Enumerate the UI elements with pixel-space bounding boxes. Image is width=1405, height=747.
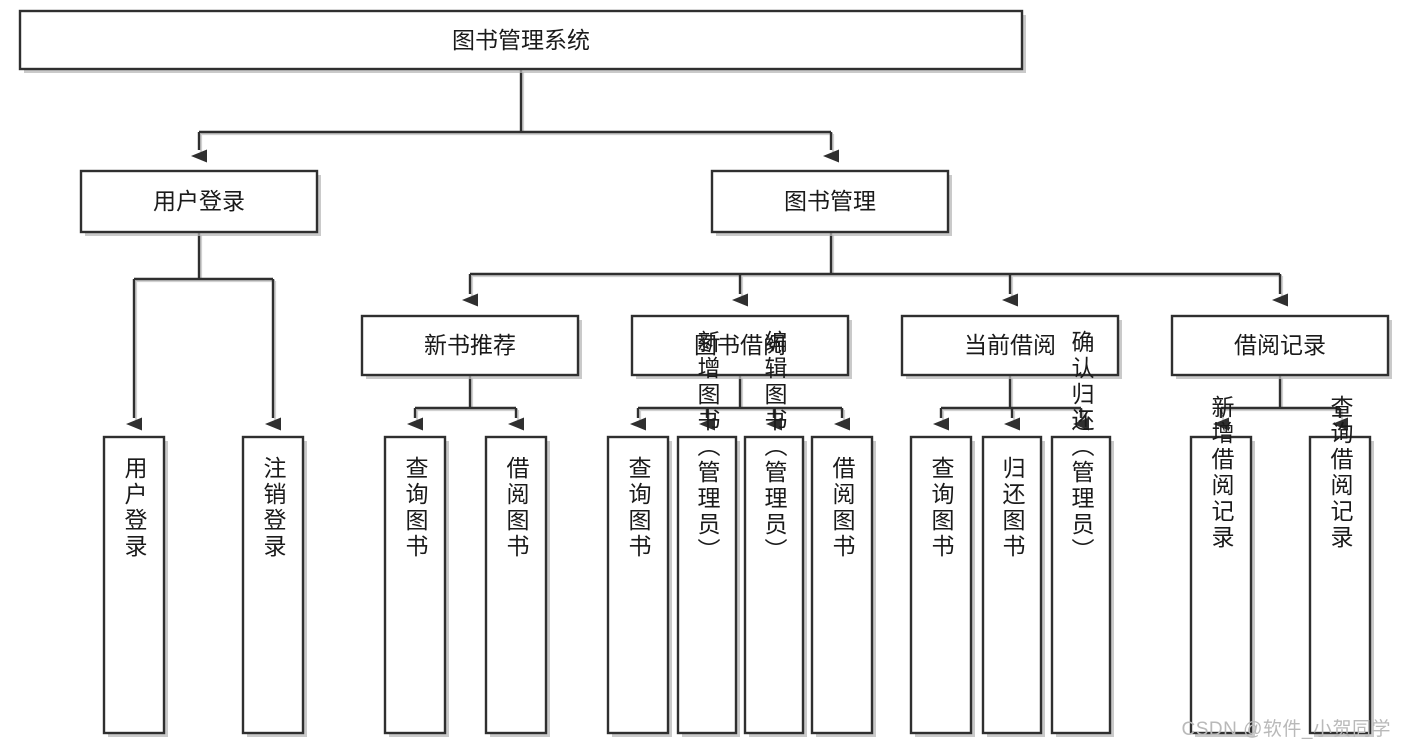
user-login-label: 用户登录 (153, 188, 245, 214)
leaf-edit-book-box (743, 435, 805, 735)
edge-userlogin-to-leaves (126, 232, 281, 431)
leaf-add-borrow-record-box (1189, 435, 1253, 735)
edge-layer (126, 69, 1348, 431)
leaf-user-login[interactable]: 用户登录 (102, 435, 168, 737)
leaf-add-book[interactable]: 新增图书（管理员） (676, 330, 740, 737)
node-book-management[interactable]: 图书管理 (710, 169, 952, 236)
leaf-query-borrow-record[interactable]: 查询借阅记录 (1308, 395, 1374, 737)
book-management-label: 图书管理 (784, 188, 876, 214)
leaf-user-login-box (102, 435, 166, 735)
leaf-add-borrow-record-label: 新增借阅记录 (1208, 395, 1235, 551)
leaf-query-borrow-record-box (1308, 435, 1372, 735)
leaf-query-book-borrow-label: 查询图书 (625, 456, 652, 560)
leaf-borrow-book-box (810, 435, 874, 735)
node-root[interactable]: 图书管理系统 (18, 9, 1026, 73)
node-borrow-record[interactable]: 借阅记录 (1170, 314, 1392, 379)
new-book-recommend-box (360, 314, 580, 377)
edge-borrow-to-leaves (630, 375, 850, 431)
root-label: 图书管理系统 (452, 27, 590, 53)
leaf-return-book-box (981, 435, 1043, 735)
leaf-return-book-label: 归还图书 (999, 456, 1026, 560)
node-book-borrow[interactable]: 图书借阅 (630, 314, 852, 379)
leaf-confirm-return-label: 确认归还（管理员） (1068, 330, 1095, 564)
borrow-record-label: 借阅记录 (1234, 332, 1326, 358)
edge-record-to-leaves (1213, 375, 1348, 431)
leaf-query-book-recommend[interactable]: 查询图书 (383, 435, 449, 737)
leaf-edit-book[interactable]: 编辑图书（管理员） (743, 330, 807, 737)
leaf-query-borrow-record-label: 查询借阅记录 (1327, 395, 1354, 551)
leaf-borrow-book[interactable]: 借阅图书 (810, 435, 876, 737)
leaf-borrow-book-label: 借阅图书 (829, 456, 856, 560)
leaf-query-book-recommend-box (383, 435, 447, 735)
leaf-query-book-recommend-label: 查询图书 (402, 456, 429, 560)
node-current-borrow[interactable]: 当前借阅 (900, 314, 1122, 379)
edge-root-to-level1 (191, 69, 839, 163)
node-new-book-recommend[interactable]: 新书推荐 (360, 314, 582, 379)
leaf-query-book-borrow[interactable]: 查询图书 (606, 435, 672, 737)
leaf-query-book-current[interactable]: 查询图书 (909, 435, 975, 737)
new-book-recommend-label: 新书推荐 (424, 332, 516, 358)
leaf-borrow-book-recommend-label: 借阅图书 (503, 456, 530, 560)
leaf-logout[interactable]: 注销登录 (241, 435, 307, 737)
book-management-box (710, 169, 950, 234)
leaf-edit-book-label: 编辑图书（管理员） (761, 330, 788, 564)
leaf-add-book-box (676, 435, 738, 735)
edge-current-to-leaves (933, 375, 1089, 431)
leaf-borrow-book-recommend-box (484, 435, 548, 735)
leaf-query-book-current-label: 查询图书 (928, 456, 955, 560)
leaf-add-book-label: 新增图书（管理员） (694, 330, 721, 564)
leaf-add-borrow-record[interactable]: 新增借阅记录 (1189, 395, 1255, 737)
book-borrow-box (630, 314, 850, 377)
node-user-login[interactable]: 用户登录 (79, 169, 321, 236)
leaf-query-book-current-box (909, 435, 973, 735)
edge-bookmgmt-to-level2 (462, 232, 1288, 307)
book-borrow-label: 图书借阅 (694, 332, 786, 358)
leaf-confirm-return-box (1050, 435, 1112, 735)
leaf-query-book-borrow-box (606, 435, 670, 735)
leaf-borrow-book-recommend[interactable]: 借阅图书 (484, 435, 550, 737)
leaf-logout-label: 注销登录 (260, 456, 287, 560)
leaf-return-book[interactable]: 归还图书 (981, 435, 1045, 737)
current-borrow-box (900, 314, 1120, 377)
leaf-confirm-return[interactable]: 确认归还（管理员） (1050, 330, 1114, 737)
root-box (18, 9, 1024, 71)
leaf-logout-box (241, 435, 305, 735)
leaf-user-login-label: 用户登录 (121, 456, 148, 560)
borrow-record-box (1170, 314, 1390, 377)
edge-recommend-to-leaves (407, 375, 524, 431)
current-borrow-label: 当前借阅 (964, 332, 1056, 358)
user-login-box (79, 169, 319, 234)
